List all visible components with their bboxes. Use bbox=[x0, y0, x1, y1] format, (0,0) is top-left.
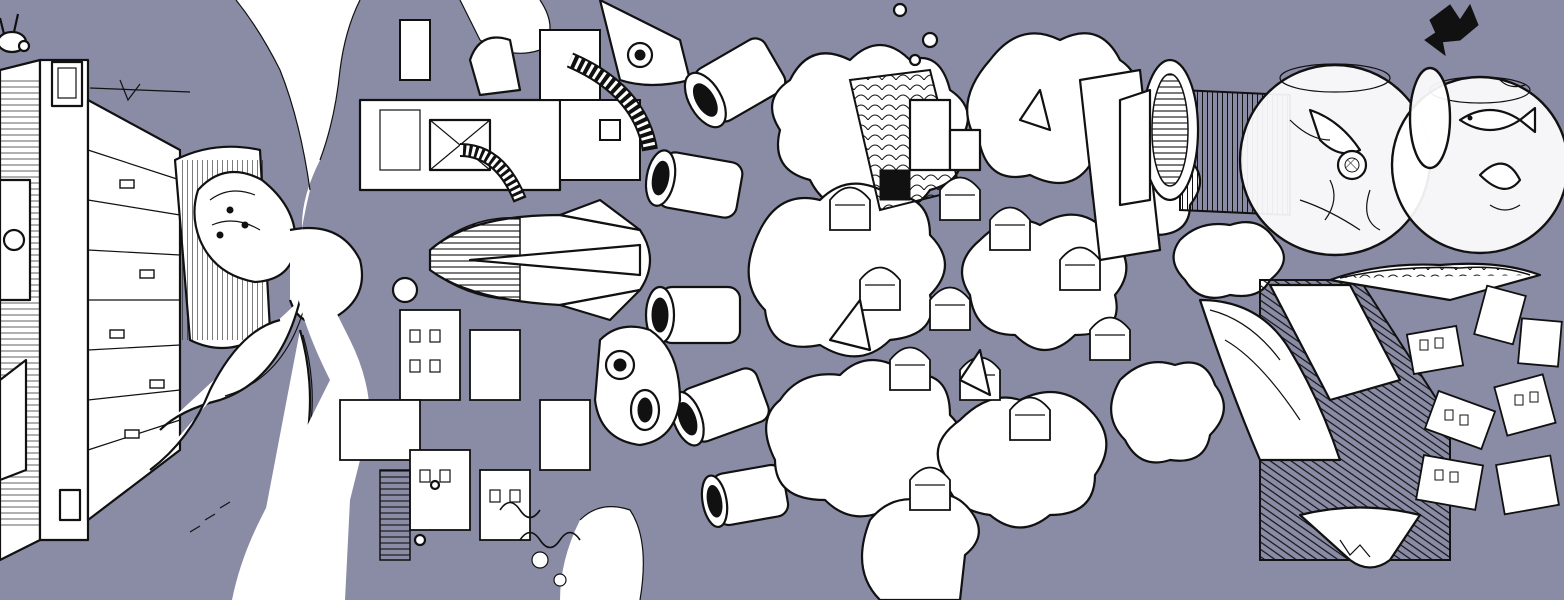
robot-face bbox=[593, 325, 682, 447]
fish-icon bbox=[1458, 79, 1537, 211]
rocket-icon bbox=[428, 198, 651, 322]
power-line bbox=[89, 79, 191, 102]
wave-swirls bbox=[499, 501, 581, 587]
dash-marks bbox=[189, 501, 231, 533]
lower-right-tower-block bbox=[1198, 262, 1563, 569]
cannon-barrel-icon bbox=[644, 37, 790, 529]
white-smoke-plume bbox=[232, 0, 644, 600]
bunny-creature-icon bbox=[0, 13, 31, 54]
machinery-cluster bbox=[339, 0, 692, 561]
bubbles bbox=[413, 2, 939, 547]
dome-tower-icon bbox=[828, 68, 1131, 511]
left-building-block bbox=[0, 58, 182, 562]
fishbowl-icon bbox=[1238, 63, 1564, 257]
bird-icon bbox=[1424, 3, 1479, 57]
